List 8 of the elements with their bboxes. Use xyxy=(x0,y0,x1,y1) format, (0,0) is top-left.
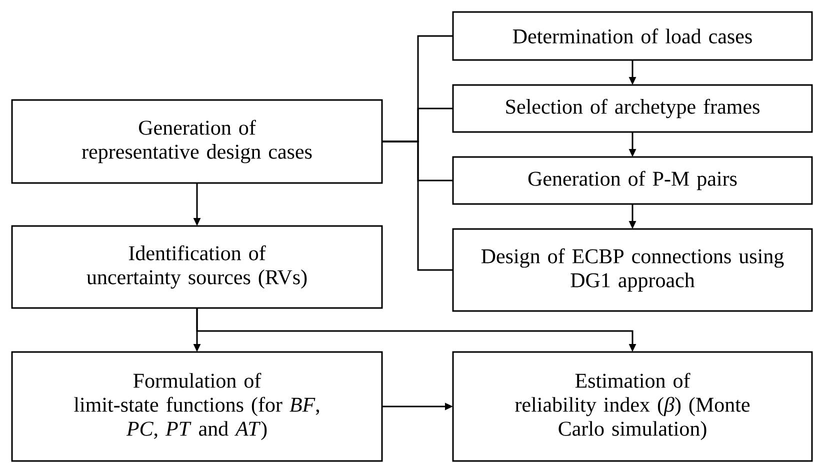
process-box: Design of ECBP connections using DG1 approach xyxy=(452,228,813,312)
process-box: Identification of uncertainty sources (RVs) xyxy=(11,225,383,309)
process-box: Generation of representative design cases xyxy=(11,99,383,184)
process-box: Selection of archetype frames xyxy=(452,84,813,133)
process-box: Formulation of limit-state functions (for BF, PC, PT and AT) xyxy=(11,351,383,462)
process-box: Estimation of reliability index (β) (Monte Carlo simulation) xyxy=(452,351,813,462)
process-box: Generation of P-M pairs xyxy=(452,156,813,205)
process-box: Determination of load cases xyxy=(452,11,813,61)
